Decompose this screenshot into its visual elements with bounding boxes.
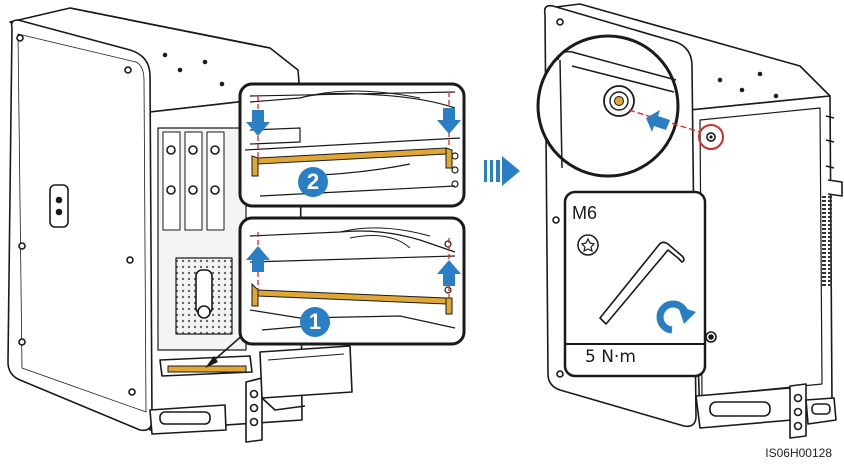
down-arrow-icon [246,108,461,136]
figure-code: IS06H00128 [765,446,832,460]
insert-screw-arrow-icon [646,110,670,132]
magnified-screw-detail [536,34,680,178]
detail-panel-step-2 [238,82,466,208]
detail-panel-step-1 [238,216,466,346]
rotate-clockwise-icon [656,300,696,334]
up-arrow-icon [246,246,461,286]
inverter-right [543,3,843,439]
step-2-badge: 2 [298,167,328,197]
logo-badge-icon [49,184,69,228]
torx-socket-icon [577,234,599,256]
torque-value: 5 N·m [585,347,636,367]
direction-arrow-icon [484,156,520,186]
inverter-left [7,7,353,443]
bolt-size-label: M6 [572,203,598,223]
hex-key-icon [599,241,685,325]
step-1-badge: 1 [300,307,330,337]
target-screw-highlight [698,124,724,150]
left-callout-line [211,333,245,363]
tool-spec-panel [563,190,707,378]
